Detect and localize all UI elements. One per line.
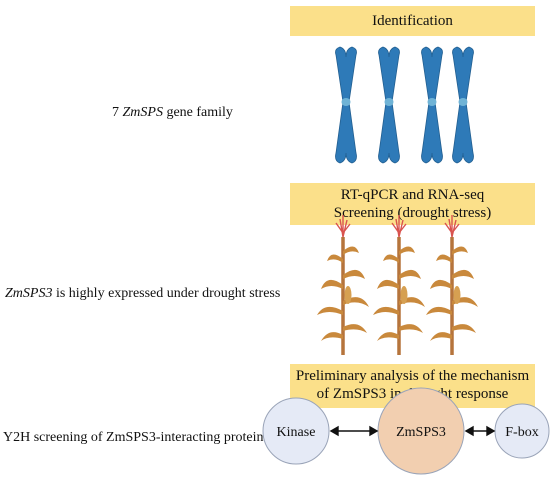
banner-line: Identification (372, 13, 453, 29)
stage-banner-screening: RT-qPCR and RNA-seq Screening (drought s… (290, 183, 535, 225)
finding-text: Y2H screening of ZmSPS3-interacting prot… (3, 430, 269, 445)
banner-line: Preliminary analysis of the mechanism (295, 368, 530, 384)
chromosome-icon (452, 46, 474, 164)
maize-plant-icon (424, 213, 480, 357)
gene-name: ZmSPS (122, 105, 163, 120)
chromosome-icon (378, 46, 400, 164)
banner-line: RT-qPCR and RNA-seq (340, 187, 485, 203)
finding-text: 7 (112, 105, 123, 120)
gene-name: ZmSPS3 (5, 286, 53, 301)
maize-plant-icon (315, 213, 371, 357)
kinase-label: Kinase (277, 425, 316, 440)
interaction-arrow-left (329, 425, 379, 437)
finding-text: gene family (162, 105, 233, 120)
zmsps3-label: ZmSPS3 (396, 425, 446, 440)
kinase-node (262, 397, 330, 465)
finding-text: is highly expressed under drought stress (52, 286, 281, 301)
interaction-arrow-right (464, 425, 496, 437)
f-box-label: F-box (505, 425, 538, 440)
stage-banner-identification: Identification (290, 6, 535, 36)
finding-gene-family: 7 ZmSPS gene family (112, 105, 233, 121)
chromosome-icon (335, 46, 357, 164)
chromosome-icon (421, 46, 443, 164)
finding-expression: ZmSPS3 is highly expressed under drought… (5, 286, 280, 302)
finding-y2h: Y2H screening of ZmSPS3-interacting prot… (3, 430, 269, 446)
maize-plant-icon (371, 213, 427, 357)
